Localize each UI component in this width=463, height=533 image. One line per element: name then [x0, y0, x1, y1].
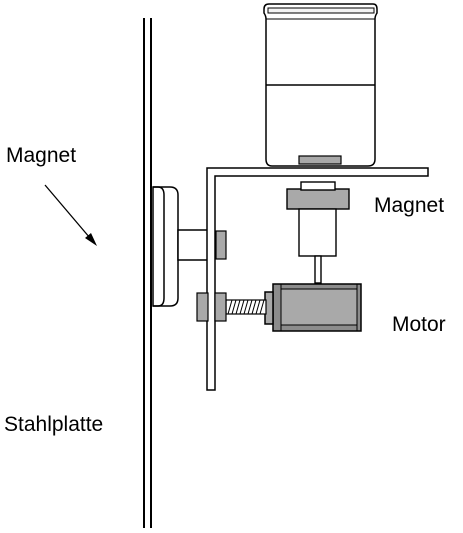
jar: [263, 3, 378, 167]
upper-nut: [215, 230, 227, 260]
lower-nuts: [196, 292, 227, 322]
l-bracket: [206, 167, 429, 391]
label-steel-plate: Stahlplatte: [4, 413, 104, 436]
motor-magnet: [286, 181, 350, 284]
motor: [264, 283, 362, 332]
plate-magnet: [152, 186, 209, 307]
label-magnet-left: Magnet: [6, 144, 77, 167]
magnet-pointer-arrow: [44, 184, 97, 246]
threaded-rod: [225, 299, 267, 315]
label-motor: Motor: [392, 313, 446, 336]
steel-plate: [143, 18, 152, 528]
label-magnet-right: Magnet: [374, 194, 445, 217]
